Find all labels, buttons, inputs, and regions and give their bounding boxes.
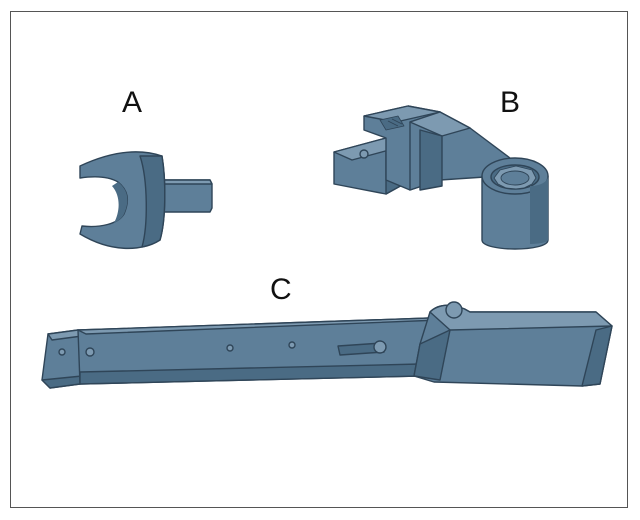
label-b: B bbox=[500, 86, 521, 119]
label-a: A bbox=[122, 86, 143, 119]
open-end-wrench-head-icon bbox=[79, 151, 213, 249]
torque-wrench-icon bbox=[41, 301, 613, 389]
ring-end-wrench-head-icon bbox=[333, 105, 549, 250]
diagram-frame bbox=[10, 11, 628, 508]
label-c: C bbox=[270, 273, 292, 306]
